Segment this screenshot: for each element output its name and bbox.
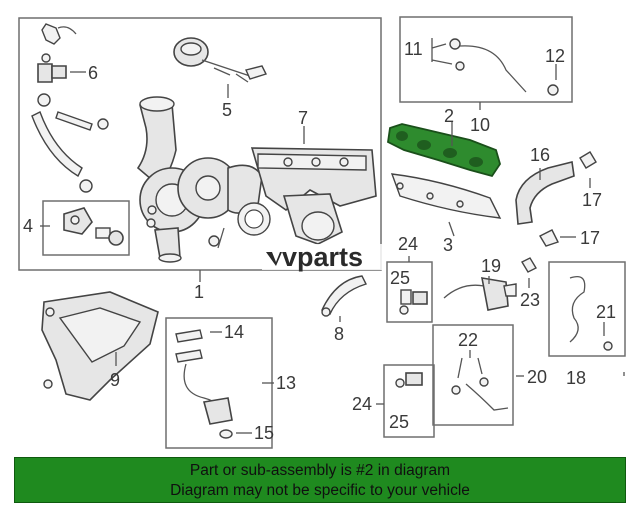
item-20-illustration <box>451 377 509 411</box>
item-25-lower-illustration <box>395 372 423 388</box>
item-10-pipe-illustration <box>449 38 559 96</box>
item-18-box <box>548 261 626 357</box>
item-18-illustration <box>569 275 613 351</box>
callout-8: 8 <box>334 324 344 344</box>
callout-24-lower: 24 <box>352 394 372 414</box>
item-10-box <box>399 16 573 103</box>
fitting-19-illustration <box>443 277 517 311</box>
diagram-notice-banner: Part or sub-assembly is #2 in diagram Di… <box>14 457 626 503</box>
vparts-logo-icon <box>266 252 282 266</box>
item-13-illustration <box>175 329 233 439</box>
vacuum-hose-illustration <box>31 23 109 193</box>
bracket-8-illustration <box>321 275 367 317</box>
callout-24-upper: 24 <box>398 234 418 254</box>
notice-line-2: Diagram may not be specific to your vehi… <box>170 482 470 499</box>
callout-16: 16 <box>530 145 550 165</box>
heat-shield-illustration <box>41 291 159 401</box>
callout-14: 14 <box>224 322 244 342</box>
callout-4: 4 <box>23 216 33 236</box>
callout-20: 20 <box>527 367 547 387</box>
exhaust-manifold-illustration <box>250 147 377 245</box>
callout-25-lower: 25 <box>389 412 409 432</box>
callout-22: 22 <box>458 330 478 350</box>
callout-18: 18 <box>566 368 586 388</box>
item-25-upper-illustration <box>399 289 428 315</box>
callout-1: 1 <box>194 282 204 302</box>
callout-21: 21 <box>596 302 616 322</box>
leader-lines <box>40 38 625 434</box>
callout-5: 5 <box>222 100 232 120</box>
callout-17-upper: 17 <box>582 190 602 210</box>
callout-12: 12 <box>545 46 565 66</box>
notice-line-1: Part or sub-assembly is #2 in diagram <box>189 462 451 479</box>
callout-9: 9 <box>110 370 120 390</box>
coolant-hose-illustration <box>515 151 597 247</box>
exhaust-gasket-illustration <box>387 123 501 178</box>
callout-13: 13 <box>276 373 296 393</box>
callout-23: 23 <box>520 290 540 310</box>
callout-3: 3 <box>443 235 453 255</box>
item-20-box <box>432 324 514 426</box>
callout-15: 15 <box>254 423 274 443</box>
callout-7: 7 <box>298 108 308 128</box>
callout-6: 6 <box>88 63 98 83</box>
callout-19: 19 <box>481 256 501 276</box>
wastegate-actuator-illustration <box>173 37 267 83</box>
callout-17-lower: 17 <box>580 228 600 248</box>
turbocharger-illustration <box>136 96 271 263</box>
vparts-watermark: vparts <box>262 242 384 272</box>
clip-23-illustration <box>521 257 537 273</box>
callout-10: 10 <box>470 115 490 135</box>
item-4-box <box>42 200 130 256</box>
callout-25-upper: 25 <box>390 268 410 288</box>
item-4-illustration <box>63 207 124 246</box>
callout-labels: 1 2 3 4 5 6 7 8 9 10 11 12 13 14 15 16 1… <box>23 39 616 443</box>
watermark-text: vparts <box>282 242 363 272</box>
item-25-lower-box <box>383 364 435 438</box>
callout-2: 2 <box>444 106 454 126</box>
callout-11: 11 <box>404 39 423 59</box>
item-3-gasket-illustration <box>390 173 502 219</box>
